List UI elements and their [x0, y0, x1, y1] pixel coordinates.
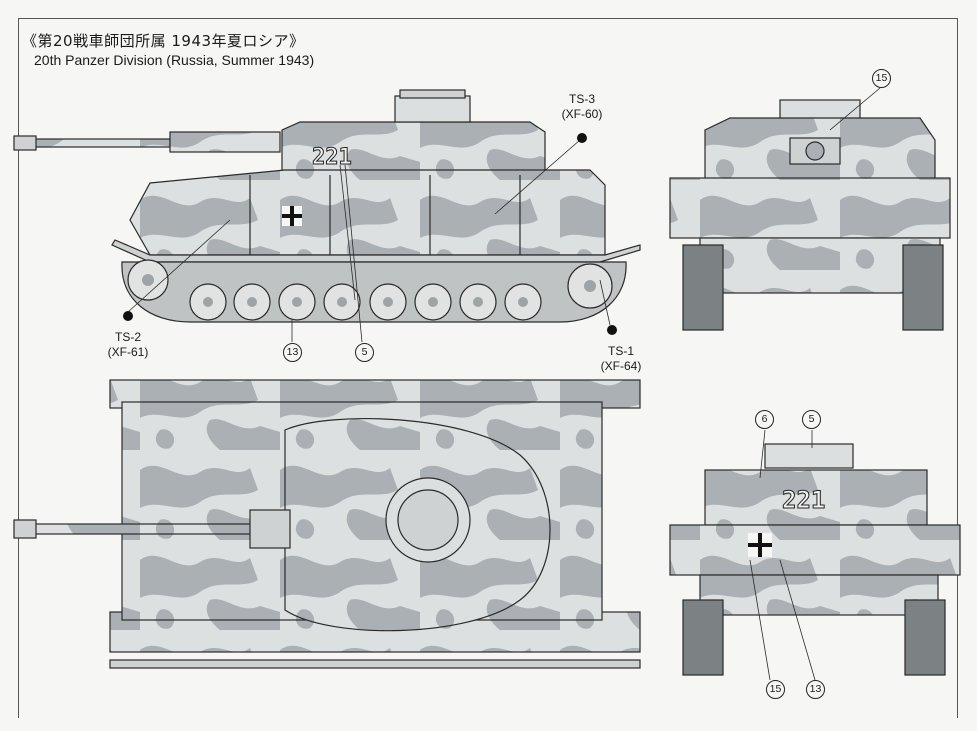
front-view	[669, 87, 951, 331]
paint-ref: (XF-64)	[600, 359, 642, 373]
left-border	[18, 18, 19, 718]
callout-side-5: 5	[355, 343, 374, 362]
paint-ref: (XF-61)	[107, 345, 149, 359]
paint-code: TS-2	[114, 330, 141, 344]
rear-view	[669, 429, 961, 681]
paint-code: TS-1	[607, 344, 634, 358]
callout-front-15: 15	[872, 69, 891, 88]
title-english: 20th Panzer Division (Russia, Summer 194…	[34, 52, 315, 68]
rear-turret-number: 221	[782, 486, 825, 514]
right-border	[957, 18, 958, 718]
top-view	[13, 379, 641, 669]
paint-code: TS-3	[568, 92, 595, 106]
callout-rear-6: 6	[755, 410, 774, 429]
paint-ref: (XF-60)	[561, 107, 603, 121]
top-border	[18, 18, 958, 19]
callout-side-13: 13	[283, 343, 302, 362]
paint-label-ts1: TS-1 (XF-64)	[594, 344, 648, 374]
callout-rear-13: 13	[806, 680, 825, 699]
paint-label-ts2: TS-2 (XF-61)	[102, 330, 154, 360]
callout-rear-15: 15	[766, 680, 785, 699]
side-view	[13, 89, 641, 343]
callout-rear-5: 5	[802, 410, 821, 429]
title-japanese: 《第20戦車師団所属 1943年夏ロシア》	[22, 32, 305, 50]
paint-label-ts3: TS-3 (XF-60)	[556, 92, 608, 122]
side-turret-number: 221	[312, 145, 352, 170]
